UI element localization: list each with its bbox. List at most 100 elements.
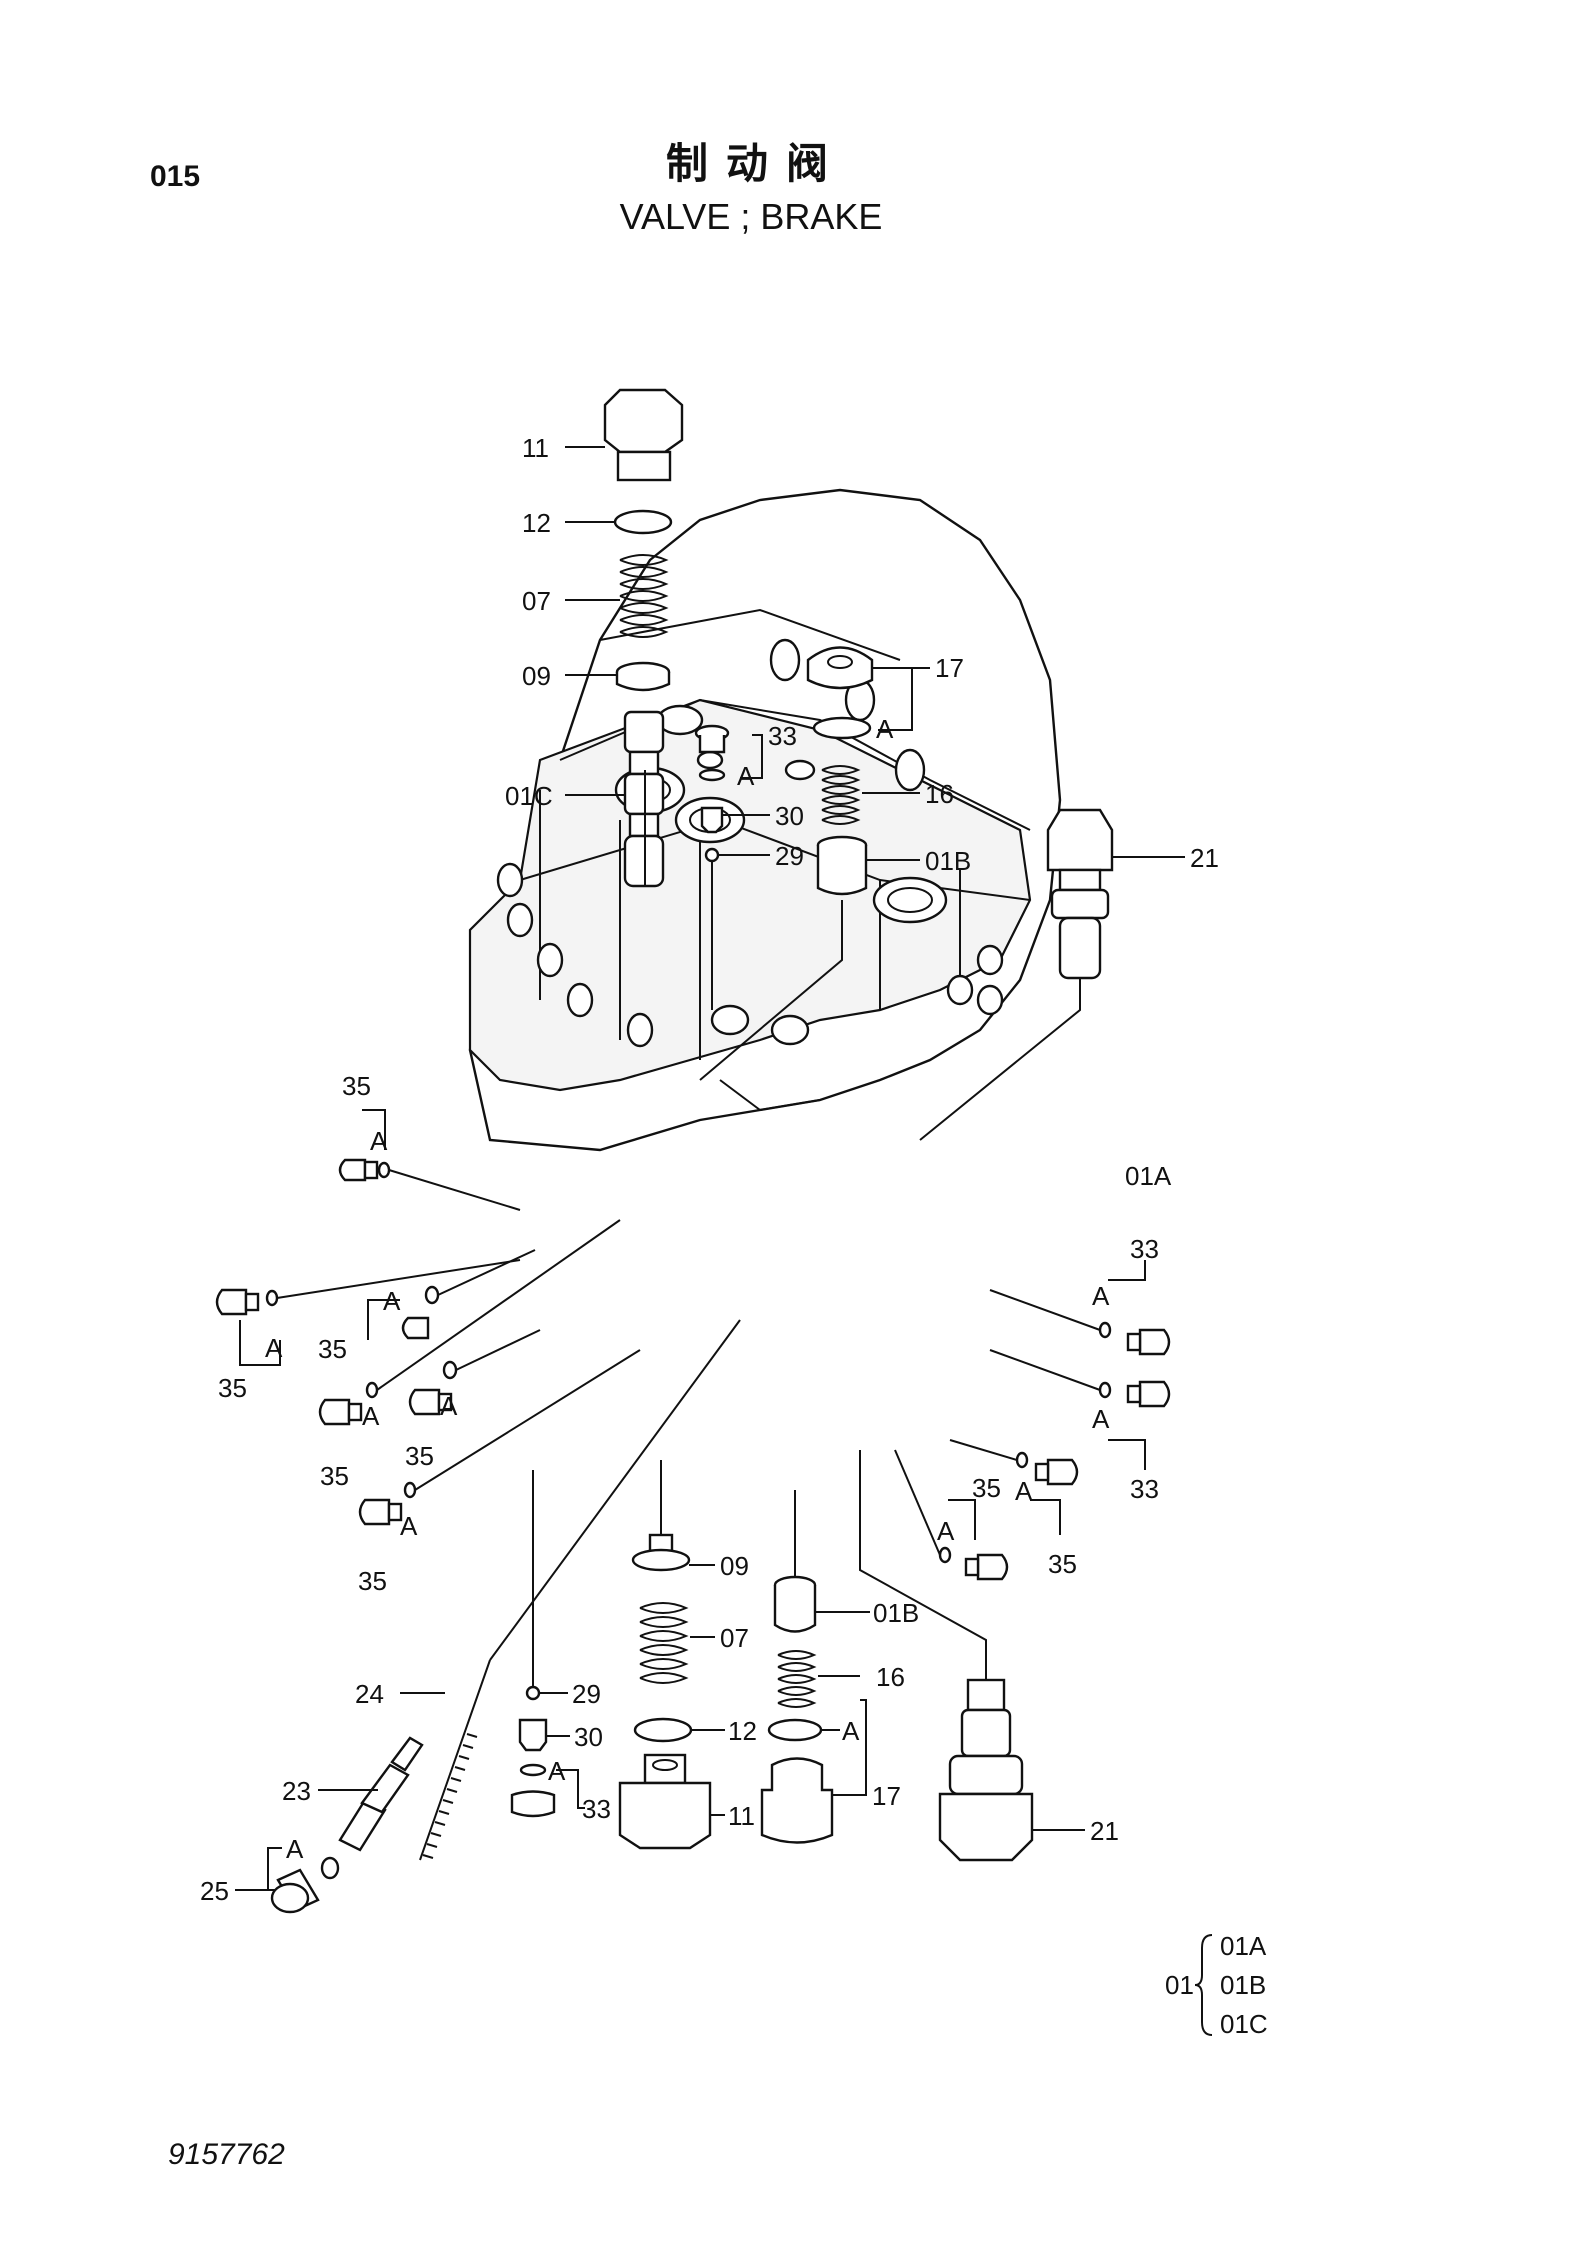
callout-17-top: 17 xyxy=(935,653,964,683)
plug-33-right-2 xyxy=(989,1349,1171,1470)
callout-30-top: 30 xyxy=(775,801,804,831)
spring-16-bottom xyxy=(777,1650,860,1708)
callout-01C: 01C xyxy=(505,781,553,811)
relief-valve-21-top xyxy=(919,808,1185,1141)
callout-12-bottom: 12 xyxy=(728,1716,757,1746)
callout-17-bottom: 17 xyxy=(872,1781,901,1811)
callout-A-25: A xyxy=(286,1834,304,1864)
plug-35-left-3 xyxy=(367,1249,536,1340)
callout-33-top: 33 xyxy=(768,721,797,751)
plug-11-bottom xyxy=(618,1753,725,1850)
spring-16-top xyxy=(821,765,920,825)
callout-01A: 01A xyxy=(1125,1161,1172,1191)
callout-A-17-bottom: A xyxy=(842,1716,860,1746)
plug-35-left-top xyxy=(338,1109,521,1211)
legend-child-01C: 01C xyxy=(1220,2009,1268,2039)
spring-24 xyxy=(400,1319,741,1861)
valve-body-01A xyxy=(468,488,1062,1152)
callout-35-1: 35 xyxy=(342,1071,371,1101)
callout-25: 25 xyxy=(200,1876,229,1906)
legend-parent: 01 xyxy=(1165,1970,1194,2000)
spool-01C xyxy=(565,710,665,888)
callout-33-right-2: 33 xyxy=(1130,1474,1159,1504)
seat-09-bottom xyxy=(631,1460,715,1572)
o-ring-17-bottom xyxy=(767,1718,840,1742)
plug-17-top xyxy=(806,646,930,731)
ball-29-top xyxy=(704,847,770,863)
callout-A-35-1: A xyxy=(370,1126,388,1156)
callout-33-bottom: 33 xyxy=(582,1794,611,1824)
callout-29-bottom: 29 xyxy=(572,1679,601,1709)
plug-30-bottom xyxy=(518,1718,570,1752)
callout-29-top: 29 xyxy=(775,841,804,871)
callout-A-33-right-2: A xyxy=(1092,1404,1110,1434)
seat-09-top xyxy=(565,661,671,692)
callout-23: 23 xyxy=(282,1776,311,1806)
callout-A-35-6: A xyxy=(400,1511,418,1541)
plug-35-left-6 xyxy=(358,1349,641,1526)
o-ring-17-top xyxy=(812,716,872,740)
callout-35-4: 35 xyxy=(320,1461,349,1491)
callout-16-top: 16 xyxy=(925,779,954,809)
plug-35-left-5 xyxy=(408,1329,541,1416)
callout-A-35-5: A xyxy=(440,1391,458,1421)
title-chinese: 制动阀 xyxy=(665,139,846,188)
callout-35-6: 35 xyxy=(358,1566,387,1596)
piston-23 xyxy=(318,1736,424,1852)
callout-21-top: 21 xyxy=(1190,843,1219,873)
callout-11-top: 11 xyxy=(522,433,549,463)
callout-35-5: 35 xyxy=(405,1441,434,1471)
assembly-legend: 01 01A 01B 01C xyxy=(1165,1931,1268,2039)
callout-A-35-right-1: A xyxy=(1015,1476,1033,1506)
callout-A-35-2: A xyxy=(383,1286,401,1316)
legend-child-01B: 01B xyxy=(1220,1970,1266,2000)
callout-A-35-right-2: A xyxy=(937,1516,955,1546)
callout-16-bottom: 16 xyxy=(876,1662,905,1692)
callout-07-top: 07 xyxy=(522,586,551,616)
poppet-01B-top xyxy=(699,835,920,1081)
callout-35-3: 35 xyxy=(218,1373,247,1403)
plug-30-top xyxy=(700,806,770,834)
ball-29-bottom xyxy=(525,1470,568,1701)
callout-01B-top: 01B xyxy=(925,846,971,876)
callout-24: 24 xyxy=(355,1679,384,1709)
plug-17-bottom xyxy=(760,1699,867,1844)
callout-01B-bottom: 01B xyxy=(873,1598,919,1628)
legend-child-01A: 01A xyxy=(1220,1931,1267,1961)
callout-35-right-1: 35 xyxy=(1048,1549,1077,1579)
callout-30-bottom: 30 xyxy=(574,1722,603,1752)
document-number: 9157762 xyxy=(168,2138,285,2171)
plug-35-right-2 xyxy=(894,1449,1009,1581)
callout-A-33-right-1: A xyxy=(1092,1281,1110,1311)
spring-07-bottom xyxy=(639,1602,715,1684)
callout-09-top: 09 xyxy=(522,661,551,691)
plug-33-right-1 xyxy=(989,1260,1171,1356)
plug-11-top xyxy=(565,388,684,482)
callout-A-35-4: A xyxy=(362,1401,380,1431)
callout-A-35-3: A xyxy=(265,1333,283,1363)
callout-A-17-top: A xyxy=(876,714,894,744)
callout-A-33-top: A xyxy=(737,761,755,791)
title-english: VALVE ; BRAKE xyxy=(619,196,883,237)
o-ring-12-bottom xyxy=(633,1717,725,1743)
plug-33-top xyxy=(694,724,763,782)
plug-35-right-1 xyxy=(949,1439,1079,1535)
o-ring-12-top xyxy=(565,509,673,535)
callout-33-right-1: 33 xyxy=(1130,1234,1159,1264)
callout-35-2: 35 xyxy=(318,1334,347,1364)
plug-25 xyxy=(235,1847,340,1914)
plug-35-left-2 xyxy=(215,1259,521,1366)
poppet-01B-bottom xyxy=(773,1490,870,1633)
callout-35-right-2: 35 xyxy=(972,1473,1001,1503)
page-code: 015 xyxy=(150,160,201,193)
plug-33-bottom xyxy=(510,1763,585,1818)
callout-09-bottom: 09 xyxy=(720,1551,749,1581)
callout-21-bottom: 21 xyxy=(1090,1816,1119,1846)
spring-07-top xyxy=(565,554,669,638)
callout-11-bottom: 11 xyxy=(728,1801,755,1831)
callout-07-bottom: 07 xyxy=(720,1623,749,1653)
callout-12-top: 12 xyxy=(522,508,551,538)
callout-A-33-bottom: A xyxy=(548,1756,566,1786)
plug-35-left-4 xyxy=(318,1219,621,1426)
